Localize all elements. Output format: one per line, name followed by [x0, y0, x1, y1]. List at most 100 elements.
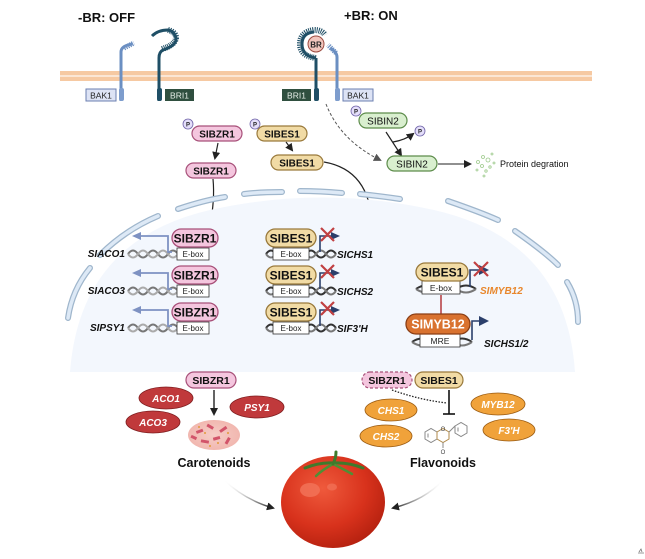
flavonoid-to-fruit-arrow	[391, 479, 444, 511]
released-phosphate: P	[414, 125, 426, 137]
svg-text:F3'H: F3'H	[498, 426, 520, 437]
bri1-to-bin2-dashed-arrow	[325, 103, 382, 161]
degradation-fragments-icon	[475, 152, 496, 178]
svg-text:SIBZR1: SIBZR1	[193, 167, 229, 178]
ring-oxygen-label: O	[441, 427, 446, 433]
bzr1-weak-inhibition-dotted	[391, 389, 448, 404]
svg-text:E-box: E-box	[183, 324, 204, 333]
enzyme-chs2: CHS2	[359, 424, 413, 448]
bzr1-regulator: SIBZR1	[185, 371, 237, 389]
arrowhead	[331, 306, 340, 314]
corner-mark	[638, 548, 644, 554]
bak1-receptor-on	[326, 43, 340, 101]
flavone-structure-icon	[424, 421, 468, 448]
bes1-tf: SIBES1	[265, 302, 317, 322]
svg-text:SIBES1: SIBES1	[270, 232, 313, 246]
bes1-dephospho-arrow	[285, 141, 294, 152]
transcription-arrow	[471, 316, 489, 340]
gene-label: SIF3'H	[337, 324, 368, 335]
gene-label: SIMYB12	[480, 286, 523, 297]
svg-text:SIBES1: SIBES1	[421, 266, 464, 280]
bri1-receptor-on	[296, 26, 328, 101]
gene-label: SICHS2	[337, 287, 374, 298]
bes1-tf: SIBES1	[265, 228, 317, 248]
gene-label: SIPSY1	[90, 323, 125, 334]
bzr1-regulator-dashed: SIBZR1	[361, 371, 413, 389]
svg-text:SIBES1: SIBES1	[264, 130, 300, 141]
svg-text:BAK1: BAK1	[347, 91, 369, 101]
svg-text:P: P	[253, 123, 257, 129]
enzyme-myb12: MYB12	[470, 392, 526, 416]
svg-text:SIBES1: SIBES1	[270, 269, 313, 283]
ebox-element: E-box	[272, 247, 310, 261]
br-ligand: BR	[307, 35, 325, 53]
svg-text:MYB12: MYB12	[481, 400, 515, 411]
bes1-tf: SIBES1	[265, 265, 317, 285]
bzr1-dephospho: SIBZR1	[185, 162, 237, 179]
arrowhead	[331, 269, 340, 277]
enzyme-aco3: ACO3	[125, 410, 181, 434]
svg-text:SIBES1: SIBES1	[270, 306, 313, 320]
arrowhead	[132, 232, 141, 240]
svg-text:BRI1: BRI1	[170, 91, 189, 101]
activation-arrow	[140, 309, 172, 327]
svg-text:BRI1: BRI1	[287, 91, 306, 101]
bzr1-dephospho-arrow	[212, 142, 221, 160]
enzyme-chs1: CHS1	[364, 398, 418, 422]
bes1-phospho: SIBES1 P	[249, 118, 308, 142]
svg-text:P: P	[418, 130, 422, 136]
svg-text:SIBZR1: SIBZR1	[174, 306, 217, 320]
repression-cross-icon	[320, 227, 335, 242]
svg-text:BR: BR	[310, 41, 322, 50]
svg-text:P: P	[186, 123, 190, 129]
bes1-dephospho: SIBES1	[270, 154, 324, 171]
arrowhead	[132, 306, 141, 314]
br-on-label: +BR: ON	[344, 8, 398, 23]
carotenoid-to-fruit-arrow	[223, 479, 275, 511]
ebox-element: E-box	[272, 321, 310, 335]
activation-arrow	[140, 235, 172, 253]
svg-text:SIBES1: SIBES1	[279, 159, 315, 170]
flavonoids-label: Flavonoids	[410, 456, 476, 470]
bri1-label-on: BRI1	[282, 89, 311, 101]
bes1-tf: SIBES1	[415, 262, 469, 282]
plasma-membrane	[60, 71, 592, 81]
svg-text:CHS2: CHS2	[373, 432, 400, 443]
repression-cross-icon	[320, 264, 335, 279]
bzr1-phospho: SIBZR1 P	[182, 118, 243, 142]
bes1-regulator: SIBES1	[414, 371, 464, 389]
arrowhead	[132, 269, 141, 277]
bak1-label-on: BAK1	[342, 88, 374, 102]
svg-text:SIBZR1: SIBZR1	[199, 130, 235, 141]
gene-label: SICHS1	[337, 250, 374, 261]
bri1-receptor-off	[150, 27, 180, 101]
mre-element: MRE	[419, 333, 461, 348]
ebox-element: E-box	[176, 321, 210, 335]
ebox-element: E-box	[176, 284, 210, 298]
bin2-dephospho: SIBIN2	[386, 155, 438, 172]
ebox-element: E-box	[421, 280, 461, 295]
svg-text:CHS1: CHS1	[378, 406, 405, 417]
flavonoid-output: SIBZR1 SIBES1 CHS1 CHS2 MYB12 F3'H	[359, 371, 536, 470]
carotenoid-output: SIBZR1 ACO1 ACO3 PSY1	[125, 371, 285, 470]
activation-arrow	[140, 272, 172, 290]
carbonyl-oxygen-label: O	[441, 450, 446, 456]
bin2-phospho: SIBIN2 P	[350, 105, 408, 129]
gene-label: SICHS1/2	[484, 339, 529, 350]
carotenoid-droplet-icon	[188, 420, 240, 450]
bzr1-tf: SIBZR1	[171, 302, 219, 322]
bzr1-tf: SIBZR1	[171, 228, 219, 248]
bak1-label-off: BAK1	[85, 88, 117, 102]
ebox-element: E-box	[176, 247, 210, 261]
enzyme-aco1: ACO1	[138, 386, 194, 410]
svg-text:E-box: E-box	[430, 283, 453, 293]
br-off-label: -BR: OFF	[78, 10, 135, 25]
bak1-receptor-off	[119, 40, 136, 101]
svg-text:SIMYB12: SIMYB12	[411, 318, 465, 332]
svg-text:PSY1: PSY1	[244, 403, 270, 414]
